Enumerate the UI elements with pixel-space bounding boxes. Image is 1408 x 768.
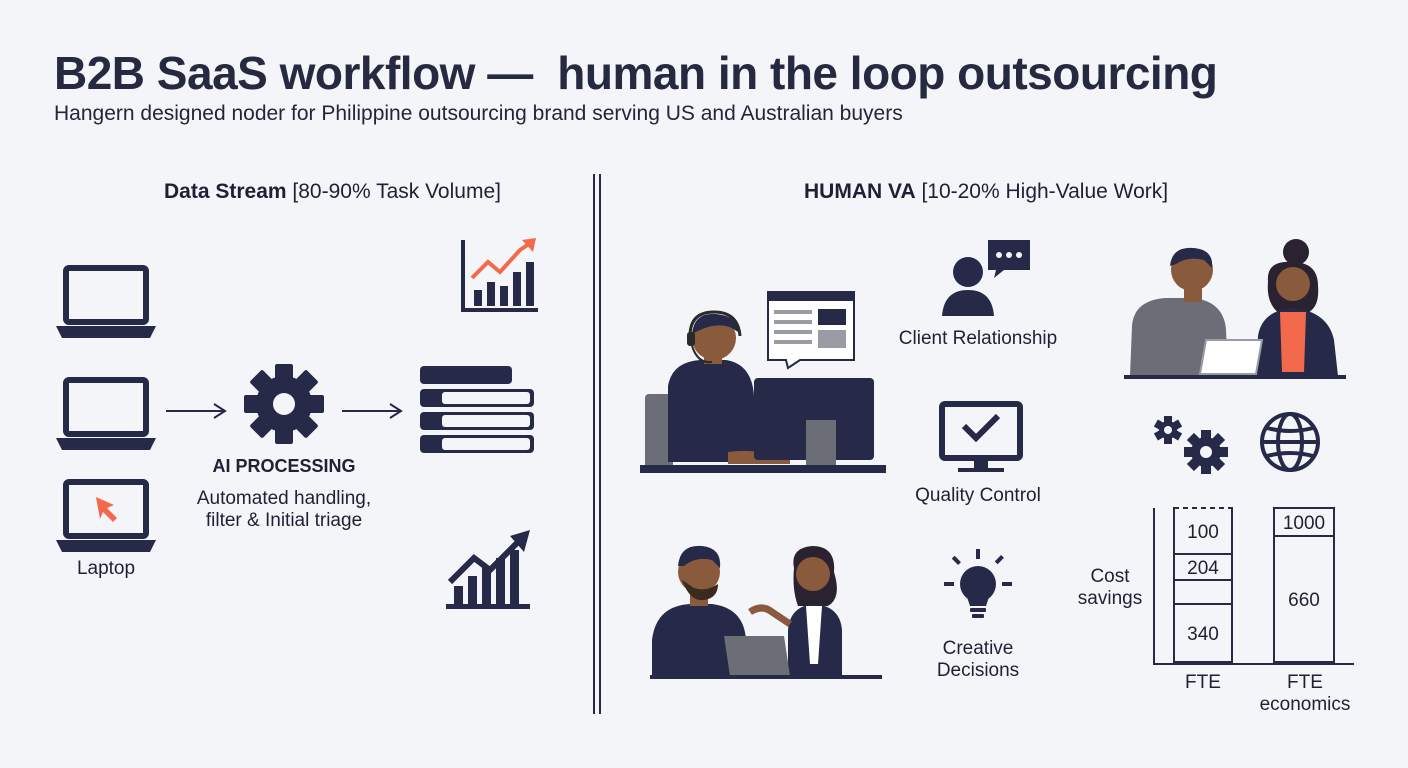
chart-category-label-line2: economics xyxy=(1259,694,1351,715)
chart-data-label: 660 xyxy=(1288,590,1320,611)
growth-chart-icon xyxy=(461,238,538,312)
laptop-icon xyxy=(56,265,156,338)
globe-icon xyxy=(1260,412,1320,472)
chart-bar-segment xyxy=(1173,603,1233,663)
laptop-cursor-icon xyxy=(56,479,156,552)
lightbulb-icon xyxy=(944,549,1012,618)
data-stream-heading-rest: [80-90% Task Volume] xyxy=(286,180,501,203)
cost-savings-chart: 340 204 100 660 1000 xyxy=(1153,507,1354,665)
human-va-heading-rest: [10-20% High-Value Work] xyxy=(915,180,1169,203)
browser-window-icon xyxy=(767,291,855,370)
chart-bar-segment xyxy=(1173,553,1233,581)
page-title: B2B SaaS workflow — human in the loop ou… xyxy=(54,47,1218,99)
role-label-quality-control: Quality Control xyxy=(915,485,1041,506)
data-stream-heading-bold: Data Stream xyxy=(164,180,287,203)
chart-bar-segment xyxy=(1173,507,1233,555)
chart-data-label: 1000 xyxy=(1283,513,1325,534)
ai-processing-title: AI PROCESSING xyxy=(212,456,356,476)
role-label-creative-line2: Decisions xyxy=(936,660,1020,681)
laptop-label: Laptop xyxy=(76,558,136,579)
role-label-creative-line1: Creative xyxy=(942,638,1014,659)
chart-ylabel-line2: savings xyxy=(1077,588,1143,609)
person-chat-icon xyxy=(942,240,1030,316)
chart-category-label: FTE xyxy=(1287,672,1323,693)
gears-icon xyxy=(1153,416,1228,474)
ai-processing-line1: Automated handling, xyxy=(196,488,372,509)
chart-axis xyxy=(1153,508,1354,665)
gear-icon xyxy=(244,364,324,444)
role-label-client-relationship: Client Relationship xyxy=(898,328,1058,349)
panel-divider xyxy=(593,174,601,714)
data-stack-icon xyxy=(420,366,534,453)
chart-data-label: 340 xyxy=(1187,624,1219,645)
human-va-heading: HUMAN VA [10-20% High-Value Work] xyxy=(804,180,1168,204)
arrow-right-icon xyxy=(166,403,227,419)
chart-category-label: FTE xyxy=(1185,672,1221,693)
collaboration-illustration xyxy=(650,545,882,679)
laptop-icon xyxy=(56,377,156,450)
page-subtitle: Hangern designed noder for Philippine ou… xyxy=(54,102,903,125)
human-va-heading-bold: HUMAN VA xyxy=(804,180,916,203)
ai-processing-line2: filter & Initial triage xyxy=(205,510,363,531)
chart-data-label: 100 xyxy=(1187,522,1219,543)
chart-ylabel-line1: Cost xyxy=(1090,566,1130,587)
data-stream-heading: Data Stream [80-90% Task Volume] xyxy=(164,180,501,204)
chart-bar-segment xyxy=(1273,507,1335,537)
support-agent-illustration xyxy=(640,310,886,473)
monitor-check-icon xyxy=(939,401,1023,472)
arrow-right-icon xyxy=(342,403,403,419)
growth-chart-icon xyxy=(446,530,530,609)
team-meeting-illustration xyxy=(1124,239,1346,379)
chart-data-label: 204 xyxy=(1187,558,1219,579)
